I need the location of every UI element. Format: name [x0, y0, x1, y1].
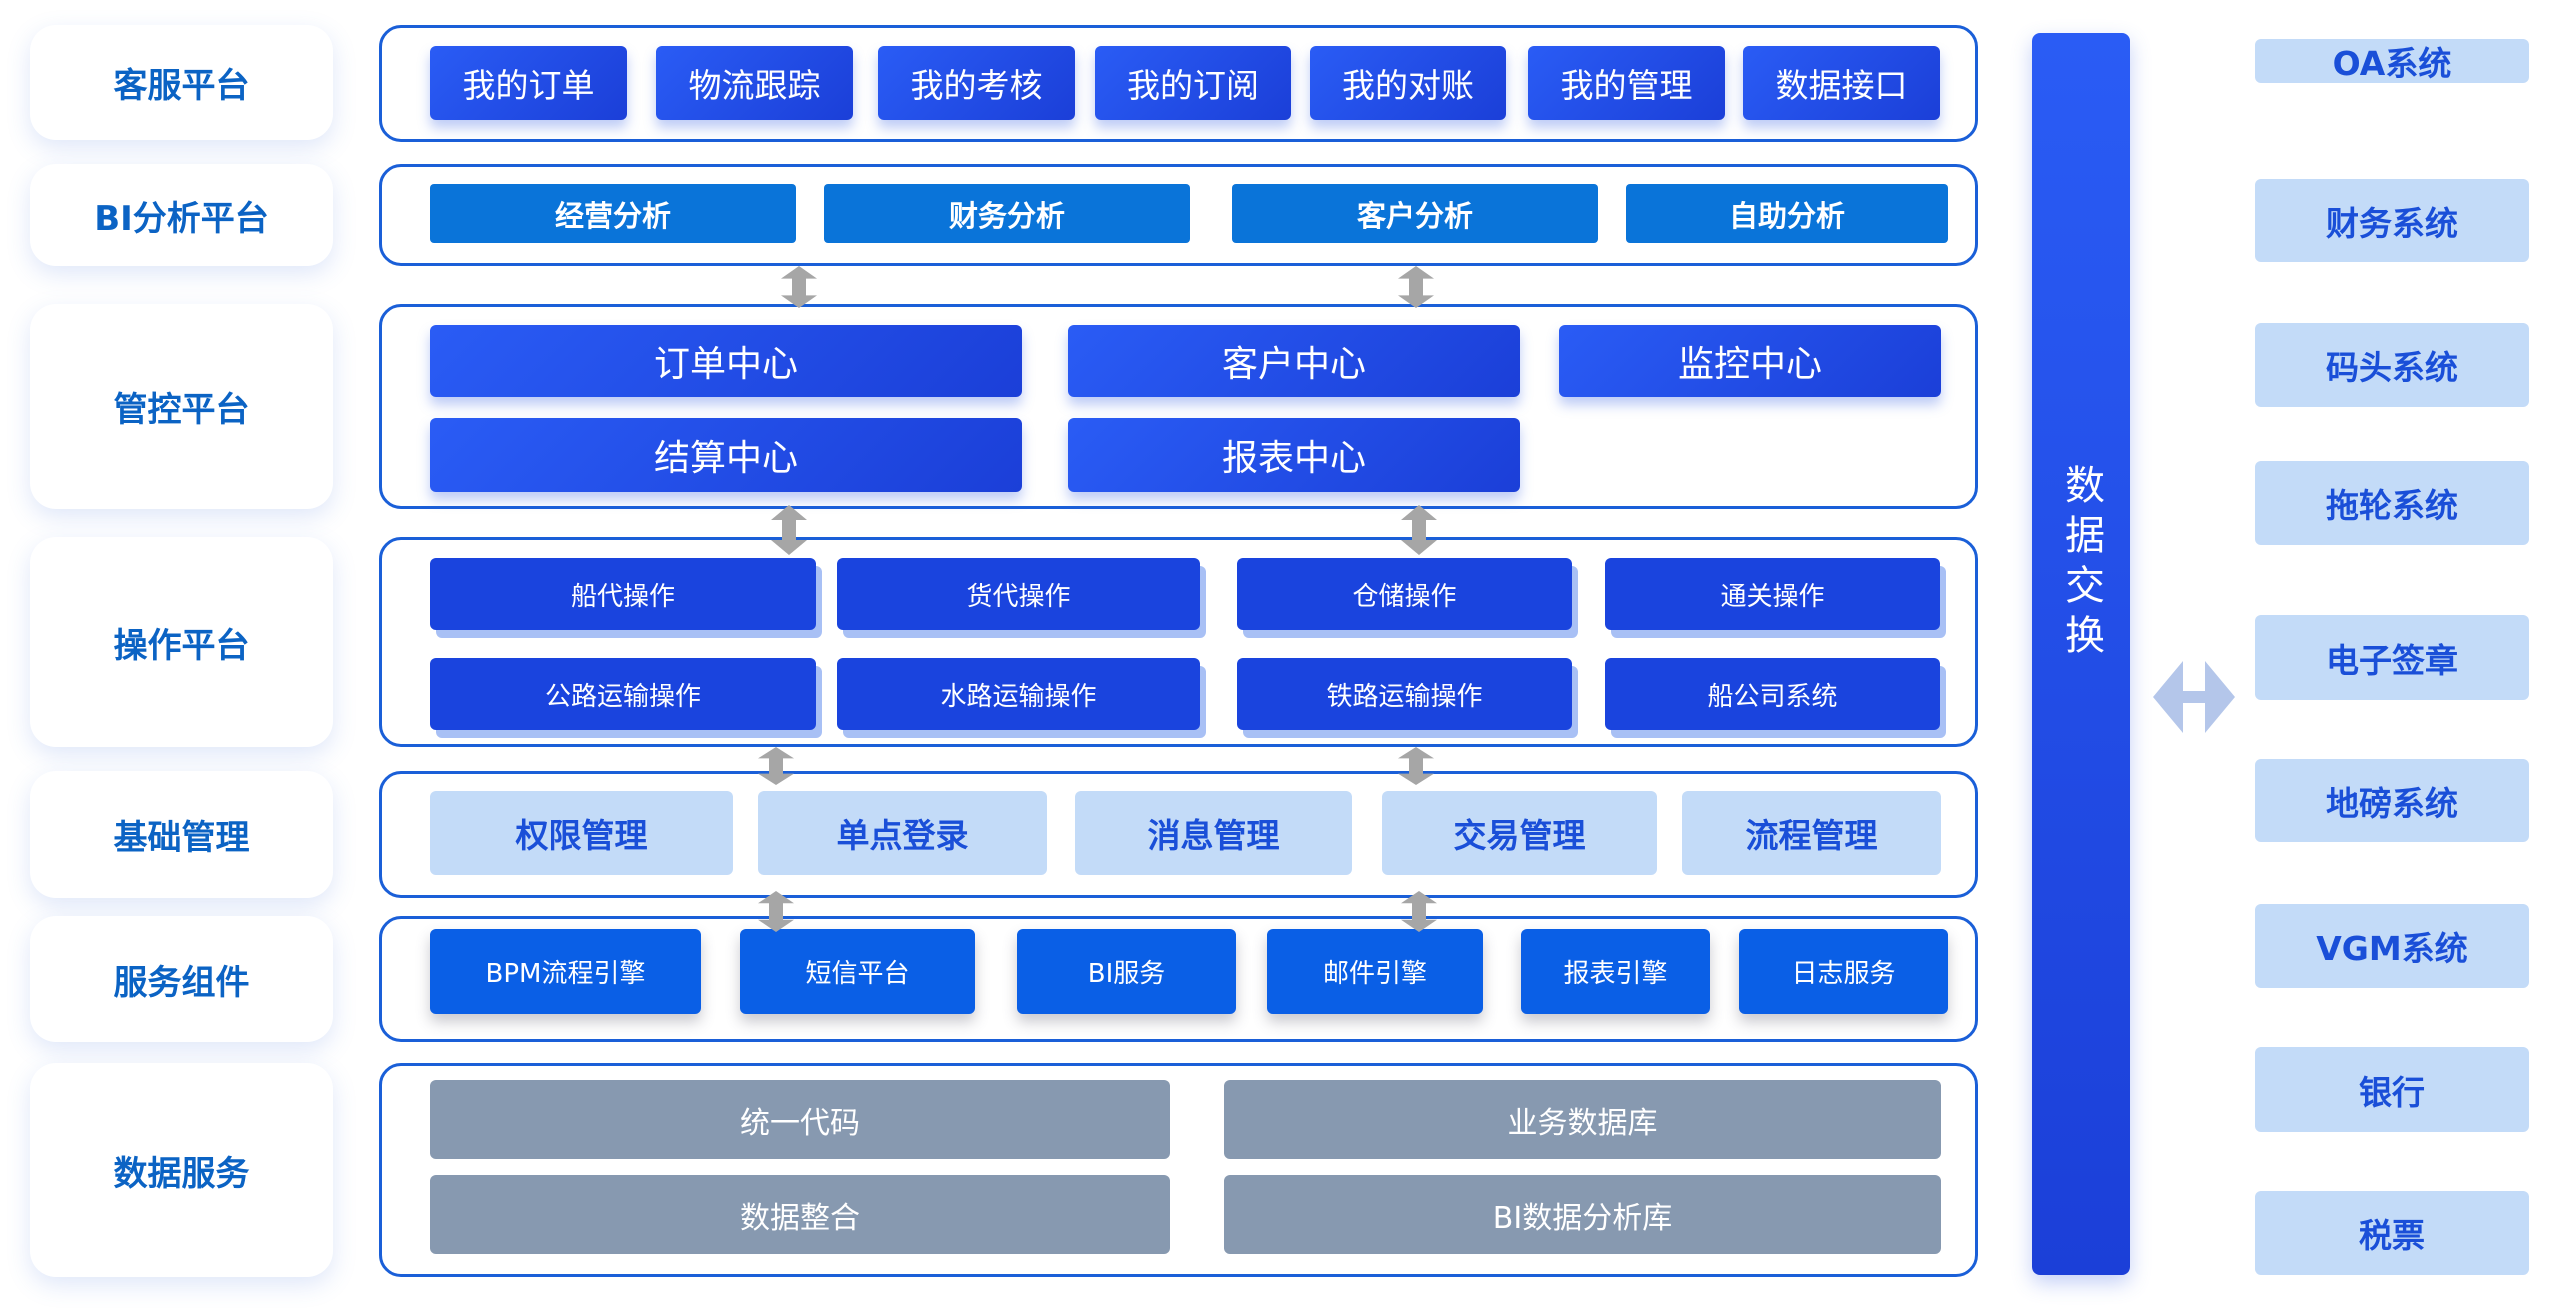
bi-item: 经营分析: [430, 184, 796, 243]
external-system: OA系统: [2255, 39, 2529, 83]
jichu-item: 交易管理: [1382, 791, 1657, 875]
layer-label-fuwu: 服务组件: [30, 916, 333, 1042]
double-arrow-vertical-icon: [1399, 505, 1439, 555]
fuwu-item: BPM流程引擎: [430, 929, 701, 1014]
external-system: 银行: [2255, 1047, 2529, 1132]
bi-item: 自助分析: [1626, 184, 1948, 243]
external-system: 税票: [2255, 1191, 2529, 1275]
layer-label-jichu: 基础管理: [30, 771, 333, 898]
jichu-item: 单点登录: [758, 791, 1047, 875]
kefu-item: 我的对账: [1310, 46, 1506, 120]
double-arrow-vertical-icon: [769, 505, 809, 555]
data-exchange-bar: 数据交换: [2032, 33, 2130, 1275]
guankong-item: 订单中心: [430, 325, 1022, 397]
bi-item: 财务分析: [824, 184, 1190, 243]
layer-frame-jichu: [379, 771, 1978, 898]
caozuo-item: 水路运输操作: [837, 658, 1200, 730]
caozuo-item: 铁路运输操作: [1237, 658, 1572, 730]
kefu-item: 我的订阅: [1095, 46, 1291, 120]
double-arrow-vertical-icon: [1396, 266, 1436, 308]
shuju-item: 数据整合: [430, 1175, 1170, 1254]
data-exchange-label: 数据交换: [2058, 464, 2104, 664]
external-system: 电子签章: [2255, 615, 2529, 700]
caozuo-item: 仓储操作: [1237, 558, 1572, 630]
layer-label-guankong: 管控平台: [30, 304, 333, 509]
caozuo-item: 通关操作: [1605, 558, 1940, 630]
layer-label-bi: BI分析平台: [30, 164, 333, 266]
kefu-item: 我的订单: [430, 46, 627, 120]
layer-label-caozuo: 操作平台: [30, 537, 333, 747]
external-system: 财务系统: [2255, 179, 2529, 262]
layer-frame-bi: [379, 164, 1978, 266]
kefu-item: 我的管理: [1528, 46, 1725, 120]
external-system: 拖轮系统: [2255, 461, 2529, 545]
layer-frame-guankong: [379, 304, 1978, 509]
kefu-item: 数据接口: [1743, 46, 1940, 120]
guankong-item: 监控中心: [1559, 325, 1941, 397]
layer-frame-fuwu: [379, 916, 1978, 1042]
shuju-item: 业务数据库: [1224, 1080, 1941, 1159]
double-arrow-horizontal-icon: [2153, 661, 2235, 733]
fuwu-item: BI服务: [1017, 929, 1236, 1014]
jichu-item: 消息管理: [1075, 791, 1352, 875]
layer-label-kefu: 客服平台: [30, 25, 333, 140]
bi-item: 客户分析: [1232, 184, 1598, 243]
guankong-item: 报表中心: [1068, 418, 1520, 492]
caozuo-item: 公路运输操作: [430, 658, 816, 730]
double-arrow-vertical-icon: [779, 266, 819, 308]
caozuo-item: 船代操作: [430, 558, 816, 630]
external-system: 地磅系统: [2255, 759, 2529, 842]
guankong-item: 客户中心: [1068, 325, 1520, 397]
layer-frame-shuju: [379, 1063, 1978, 1277]
double-arrow-vertical-icon: [1399, 891, 1439, 932]
double-arrow-vertical-icon: [1396, 747, 1436, 785]
fuwu-item: 短信平台: [740, 929, 975, 1014]
jichu-item: 流程管理: [1682, 791, 1941, 875]
fuwu-item: 邮件引擎: [1267, 929, 1483, 1014]
shuju-item: 统一代码: [430, 1080, 1170, 1159]
external-system: 码头系统: [2255, 323, 2529, 407]
fuwu-item: 报表引擎: [1521, 929, 1710, 1014]
shuju-item: BI数据分析库: [1224, 1175, 1941, 1254]
double-arrow-vertical-icon: [756, 891, 796, 932]
external-system: VGM系统: [2255, 904, 2529, 988]
double-arrow-vertical-icon: [756, 747, 796, 785]
jichu-item: 权限管理: [430, 791, 733, 875]
layer-label-shuju: 数据服务: [30, 1063, 333, 1277]
layer-frame-caozuo: [379, 537, 1978, 747]
guankong-item: 结算中心: [430, 418, 1022, 492]
layer-frame-kefu: [379, 25, 1978, 142]
kefu-item: 我的考核: [878, 46, 1075, 120]
fuwu-item: 日志服务: [1739, 929, 1948, 1014]
kefu-item: 物流跟踪: [656, 46, 853, 120]
caozuo-item: 货代操作: [837, 558, 1200, 630]
caozuo-item: 船公司系统: [1605, 658, 1940, 730]
